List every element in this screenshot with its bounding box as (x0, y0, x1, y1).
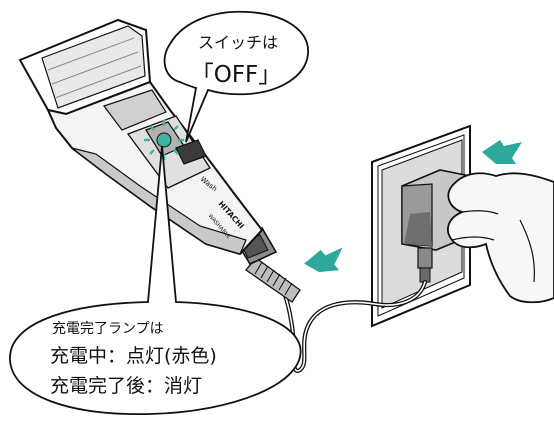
lamp-glow-icon (144, 120, 184, 160)
wall-outlet (371, 124, 471, 328)
callout-lamp-heading: 充電完了ランプは (52, 321, 164, 337)
hand (447, 172, 554, 304)
plug-icon (401, 169, 471, 283)
arrow-icon-plug (482, 140, 522, 164)
callout-switch: スイッチは 「OFF」 (163, 10, 309, 143)
callout-lamp: 充電完了ランプは 充電中：点灯(赤色) 充電完了後：消灯 (9, 145, 302, 415)
callout-switch-line1: スイッチは (198, 33, 278, 52)
arrow-icon-connector (304, 247, 343, 273)
callout-lamp-charging: 充電中：点灯(赤色) (50, 345, 217, 367)
callout-lamp-complete: 充電完了後：消灯 (50, 375, 202, 397)
callout-switch-line2: 「OFF」 (191, 62, 282, 88)
